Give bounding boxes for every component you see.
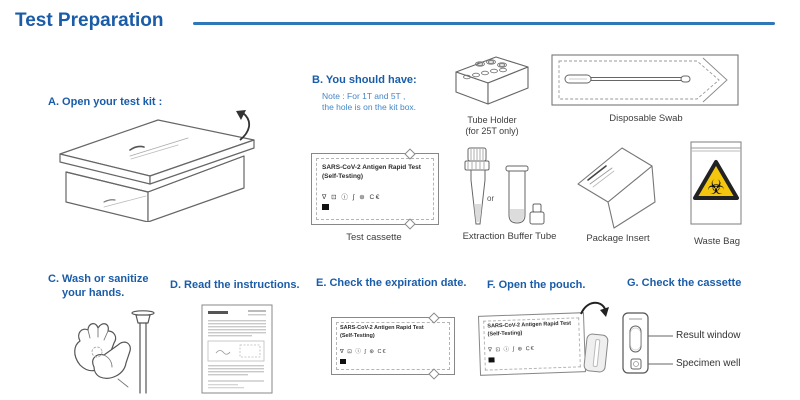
extraction-buffer-tube-illustration (464, 147, 545, 225)
manufacturer-line (488, 357, 497, 363)
step-d-heading: D. Read the instructions. (170, 279, 300, 291)
tear-notch-bottom (428, 368, 440, 380)
manufacturer-line (340, 359, 349, 364)
tube-holder-label: Tube Holder (467, 115, 517, 125)
manufacturer-logo-icon (488, 357, 495, 363)
certification-symbols-icon: ∇ ⊡ ⓘ ∫ ⊛ C€ (322, 194, 381, 201)
tube-holder-illustration (455, 56, 529, 105)
specimen-well-label: Specimen well (676, 358, 741, 369)
step-e-heading: E. Check the expiration date. (316, 277, 467, 289)
waste-bag-illustration: ☣ (690, 141, 742, 225)
step-a-heading: A. Open your test kit : (48, 96, 163, 108)
or-text: or (487, 194, 495, 203)
pouch-dashed-border (336, 322, 450, 370)
disposable-swab-label: Disposable Swab (609, 113, 683, 124)
pouch-subtitle: (Self-Testing) (487, 330, 523, 338)
pouch-title: SARS-CoV-2 Antigen Rapid Test (340, 325, 424, 331)
waste-bag-label: Waste Bag (693, 236, 741, 247)
opened-pouch: SARS-CoV-2 Antigen Rapid Test (Self-Test… (477, 312, 587, 376)
cassette-tip-illustration (583, 332, 609, 374)
manufacturer-line (322, 204, 332, 210)
step-b-note-line1: Note : For 1T and 5T , (322, 91, 406, 101)
instruction-sheet-illustration (201, 304, 273, 394)
cassette-illustration (622, 312, 673, 374)
certification-symbols-icon: ∇ ⊡ ⓘ ∫ ⊛ C€ (488, 345, 535, 354)
disposable-swab-illustration (551, 54, 739, 106)
biohazard-icon: ☣ (707, 177, 725, 199)
pouch-title: SARS-CoV-2 Antigen Rapid Test (322, 164, 421, 171)
certification-symbols-icon: ∇ ⊡ ⓘ ∫ ⊛ C€ (340, 349, 387, 355)
title-rule (193, 22, 775, 25)
pouch-subtitle: (Self-Testing) (340, 333, 375, 339)
manufacturer-logo-icon (322, 204, 329, 210)
pouch-subtitle: (Self-Testing) (322, 173, 364, 180)
step-c-heading-line1: C. Wash or sanitize (48, 273, 149, 285)
step-b-note-line2: the hole is on the kit box. (322, 102, 417, 112)
result-window-label: Result window (676, 330, 741, 341)
pouch-dashed-border (316, 158, 434, 220)
test-cassette-label: Test cassette (346, 232, 402, 243)
washing-hands-illustration (74, 310, 155, 394)
step-c-heading-line2: your hands. (62, 287, 125, 299)
test-cassette-pouch: SARS-CoV-2 Antigen Rapid Test (Self-Test… (311, 148, 439, 230)
step-b-heading: B. You should have: (312, 74, 417, 86)
expiration-check-pouch: SARS-CoV-2 Antigen Rapid Test (Self-Test… (331, 312, 455, 380)
open-pouch-arrow-icon (580, 301, 609, 317)
tear-notch-bottom (404, 218, 416, 230)
page-title: Test Preparation (15, 10, 164, 31)
open-arrow-icon (236, 110, 250, 141)
package-insert-label: Package Insert (586, 233, 650, 244)
package-insert-illustration (577, 147, 656, 229)
test-kit-box-illustration (59, 110, 255, 222)
tube-holder-sublabel: (for 25T only) (465, 126, 519, 136)
step-f-heading: F. Open the pouch. (487, 279, 586, 291)
step-g-heading: G. Check the cassette (627, 277, 742, 289)
extraction-buffer-tube-label: Extraction Buffer Tube (462, 231, 557, 242)
manufacturer-logo-icon (340, 359, 346, 364)
